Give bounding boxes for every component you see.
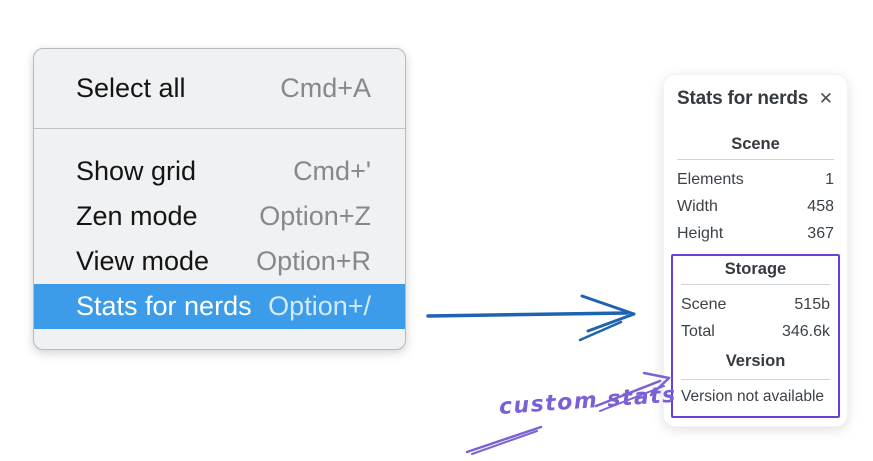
section-divider	[681, 379, 830, 380]
annotation-underline	[465, 425, 543, 455]
close-icon[interactable]: ✕	[818, 89, 833, 109]
menu-item-label: Select all	[76, 73, 186, 103]
menu-item-label: Show grid	[76, 156, 197, 186]
stat-label: Scene	[681, 296, 727, 313]
version-note: Version not available	[681, 388, 825, 405]
scene-section-header: Scene	[731, 135, 780, 153]
scene-rows: Elements 1 Width 458 Height 367	[677, 166, 834, 247]
menu-item-shortcut: Option+/	[268, 291, 371, 321]
stat-row-width: Width 458	[677, 193, 834, 220]
stat-row-elements: Elements 1	[677, 166, 834, 193]
menu-item-stats-for-nerds[interactable]: Stats for nerds Option+/	[34, 284, 405, 329]
stats-panel-title: Stats for nerds	[677, 88, 809, 109]
menu-item-shortcut: Option+R	[256, 246, 371, 276]
menu-group: Show grid Cmd+' Zen mode Option+Z View m…	[34, 129, 405, 349]
menu-item-zen-mode[interactable]: Zen mode Option+Z	[34, 194, 405, 239]
stat-value: 458	[807, 198, 834, 215]
stat-value: 346.6k	[781, 323, 830, 340]
section-divider	[681, 284, 830, 285]
menu-item-shortcut: Cmd+A	[280, 73, 371, 103]
stat-label: Elements	[677, 171, 744, 188]
stat-label: Height	[677, 225, 724, 242]
menu-item-shortcut: Cmd+'	[293, 156, 371, 186]
stat-row-height: Height 367	[677, 220, 834, 247]
menu-item-show-grid[interactable]: Show grid Cmd+'	[34, 149, 405, 194]
stat-label: Width	[677, 198, 718, 215]
storage-section-header: Storage	[724, 260, 787, 278]
menu-divider	[34, 128, 405, 129]
stat-row-total-storage: Total 346.6k	[681, 318, 830, 345]
storage-rows: Scene 515b Total 346.6k	[681, 291, 830, 345]
custom-stats-highlight-box: Storage Scene 515b Total 346.6k Version …	[671, 254, 840, 418]
menu-item-label: View mode	[76, 246, 210, 276]
context-menu: Select all Cmd+A Show grid Cmd+' Zen mod…	[33, 48, 406, 350]
stats-panel: Stats for nerds ✕ Scene Elements 1 Width…	[663, 74, 848, 427]
stats-panel-header: Stats for nerds ✕	[677, 87, 834, 111]
stat-value: 1	[825, 171, 834, 188]
stat-value: 367	[807, 225, 834, 242]
section-divider	[677, 159, 834, 160]
menu-item-shortcut: Option+Z	[259, 201, 371, 231]
stat-value: 515b	[794, 296, 830, 313]
menu-item-label: Zen mode	[76, 201, 198, 231]
version-section-header: Version	[725, 352, 786, 370]
blue-arrow	[426, 294, 636, 342]
menu-item-label: Stats for nerds	[76, 291, 252, 321]
stat-label: Total	[681, 323, 715, 340]
menu-item-view-mode[interactable]: View mode Option+R	[34, 239, 405, 284]
menu-item-select-all[interactable]: Select all Cmd+A	[34, 49, 405, 128]
annotation-custom-stats-text: custom stats	[498, 382, 678, 420]
stat-row-scene-storage: Scene 515b	[681, 291, 830, 318]
